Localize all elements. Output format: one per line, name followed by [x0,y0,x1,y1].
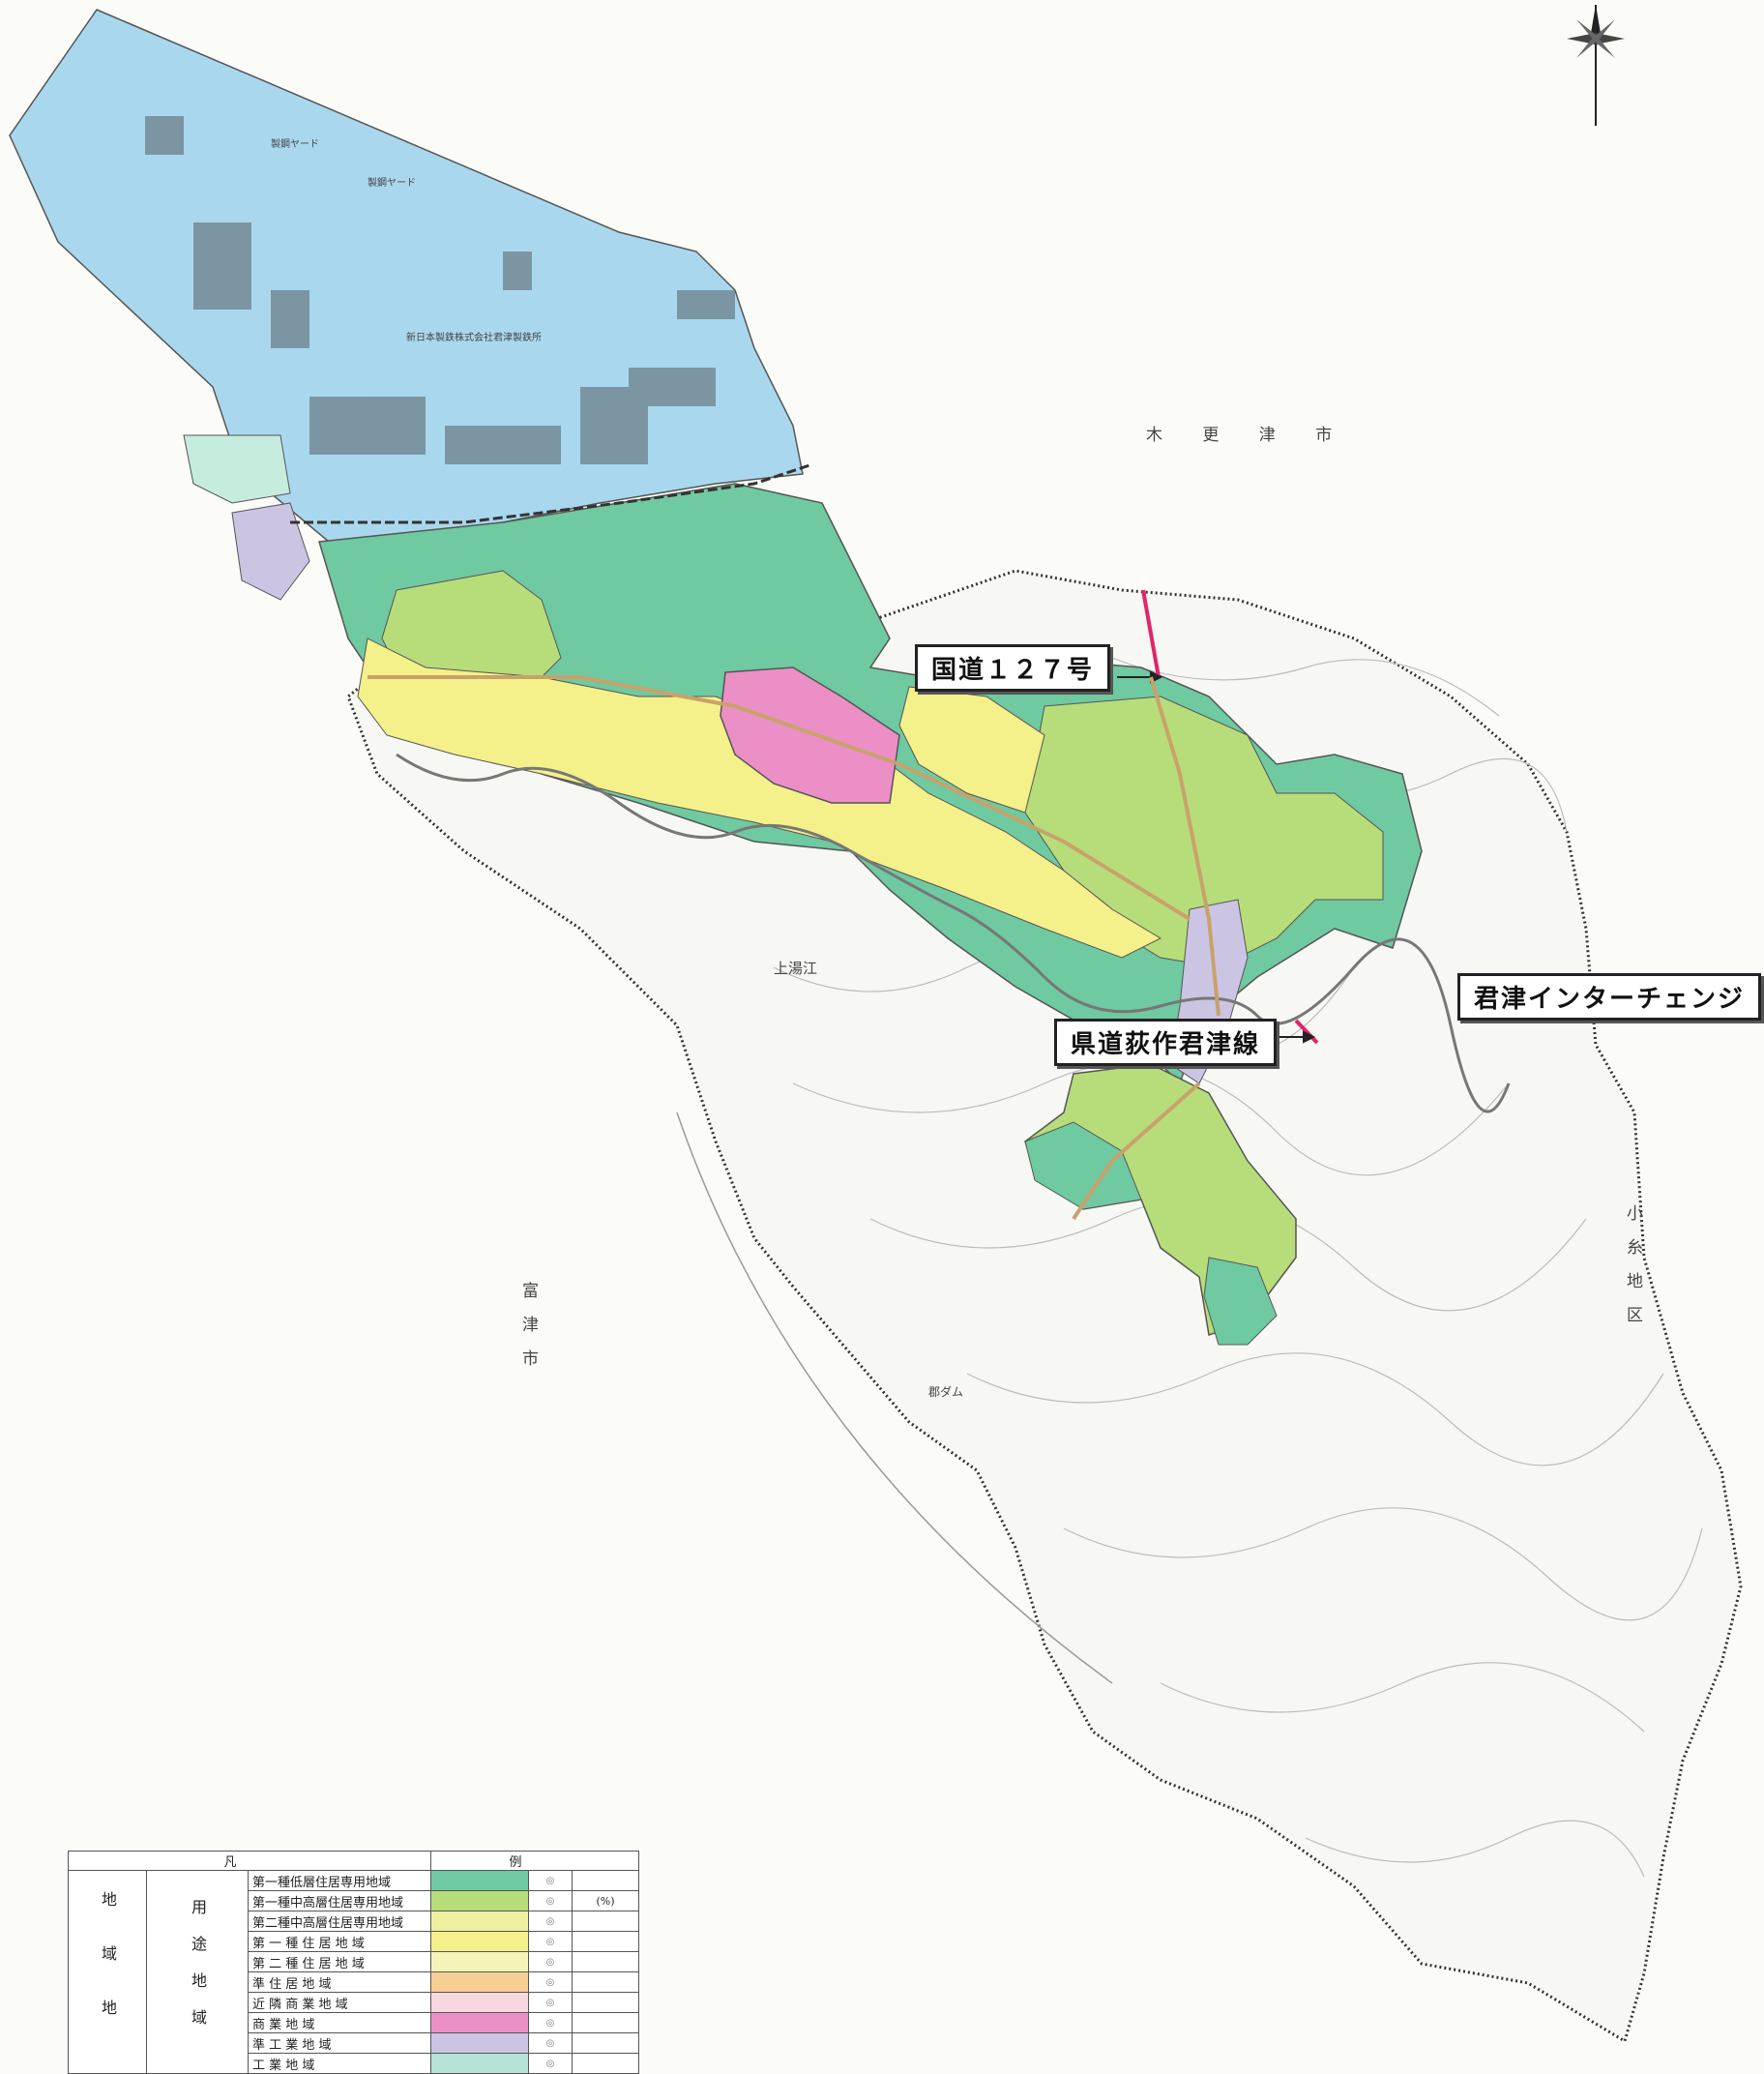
place-futtsu: 富津市 [518,1282,538,1383]
legend-row: 地域地用途地域第一種低層住居専用地域 ◎ [68,1870,639,2074]
legend-swatch [430,1911,529,1932]
legend-item-name: 第 一 種 住 居 地 域 [248,1931,431,1952]
legend-row: 商 業 地 域 ◎ [69,2012,639,2033]
main-roads [368,675,1220,1221]
legend-unit [572,1931,639,1952]
legend-unit [572,1911,639,1932]
legend-row: 第 二 種 住 居 地 域 ◎ [69,1951,639,1972]
zone-south-spur-lowrise [1024,1121,1142,1210]
place-factory: 新日本製鉄株式会社君津製鉄所 [406,333,542,343]
place-dam: 郡ダム [928,1385,964,1399]
legend-ratio-icon: ◎ [528,2053,573,2074]
legend-item-name: 工 業 地 域 [248,2053,431,2074]
legend-item-name: 第一種中高層住居専用地域 [248,1890,431,1911]
map-legend: 凡 例 地域地用途地域第一種低層住居専用地域◎第一種中高層住居専用地域◎(%)第… [68,1851,639,2074]
legend-ratio-icon: ◎ [528,1911,573,1932]
legend-ratio-icon: ◎ [528,1971,573,1993]
legend-unit: (%) [572,1890,639,1911]
legend-item-name: 第 二 種 住 居 地 域 [248,1951,431,1972]
legend-unit [572,1971,639,1993]
legend-row: 準 工 業 地 域 ◎ [69,2032,639,2054]
legend-item-name: 準 工 業 地 域 [248,2032,431,2054]
legend-row: 第 一 種 住 居 地 域 ◎ [69,1931,639,1952]
legend-swatch [430,1971,529,1993]
place-yard2: 製鋼ヤード [368,178,416,189]
legend-unit [572,2053,639,2074]
legend-item-name: 第一種低層住居専用地域 [248,1870,431,1891]
north-arrow-icon [1567,5,1625,126]
route127-highlight [1141,589,1161,678]
zone-industrial-exclusive [9,9,804,543]
callout-route127: 国道１２７号 [915,644,1111,692]
legend-title-left: 凡 [68,1851,431,1871]
legend-row: 第二種中高層住居専用地域 ◎ [69,1911,639,1932]
legend-group-inner: 用途地域 [146,1870,249,2074]
legend-ratio-icon: ◎ [528,1890,573,1911]
legend-item-name: 近 隣 商 業 地 域 [248,1992,431,2013]
place-kamiyue: 上湯江 [774,960,818,977]
legend-ratio-icon: ◎ [528,2012,573,2033]
legend-item-name: 第二種中高層住居専用地域 [248,1911,431,1932]
legend-item-name: 準 住 居 地 域 [248,1971,431,1993]
legend-ratio-icon: ◎ [528,1931,573,1952]
river [396,753,1511,1113]
legend-unit [572,2012,639,2033]
legend-unit [572,1992,639,2013]
legend-group-outer: 地域地 [68,1870,147,2074]
zone-commercial [720,667,900,804]
callout-interchange: 君津インターチェンジ [1457,973,1762,1021]
legend-swatch [430,1931,529,1952]
legend-unit [572,1951,639,1972]
zone-harbor [183,434,291,504]
place-yard1: 製鋼ヤード [271,139,319,150]
legend-swatch [430,1870,529,1891]
legend-row: 準 住 居 地 域 ◎ [69,1971,639,1993]
place-koito: 小糸地区 [1623,1204,1642,1340]
legend-title-right: 例 [430,1851,639,1871]
zone-first-residential-east [898,686,1045,814]
zone-semi-industrial-west [231,502,310,601]
legend-item-name: 商 業 地 域 [248,2012,431,2033]
interchange-highlight [1294,1019,1319,1045]
legend-ratio-icon: ◎ [528,1951,573,1972]
factory-buildings [145,116,735,464]
legend-ratio-icon: ◎ [528,1870,573,1891]
legend-swatch [430,1951,529,1972]
legend-swatch [430,2053,529,2074]
railway [290,462,813,524]
legend-ratio-icon: ◎ [528,1992,573,2013]
legend-unit [572,2032,639,2054]
legend-row: 第一種中高層住居専用地域 ◎(%) [69,1890,639,1911]
legend-swatch [430,1890,529,1911]
legend-unit [572,1870,639,1891]
legend-swatch [430,2012,529,2033]
legend-swatch [430,2032,529,2054]
legend-ratio-icon: ◎ [528,2032,573,2054]
radius-arc [676,1111,1113,1684]
zone-first-residential [357,637,1162,959]
zone-south-spur-tip [1203,1257,1278,1346]
place-kisarazu: 木 更 津 市 [1146,426,1350,445]
legend-swatch [430,1992,529,2013]
callout-prefectural-road: 県道荻作君津線 [1054,1019,1278,1066]
